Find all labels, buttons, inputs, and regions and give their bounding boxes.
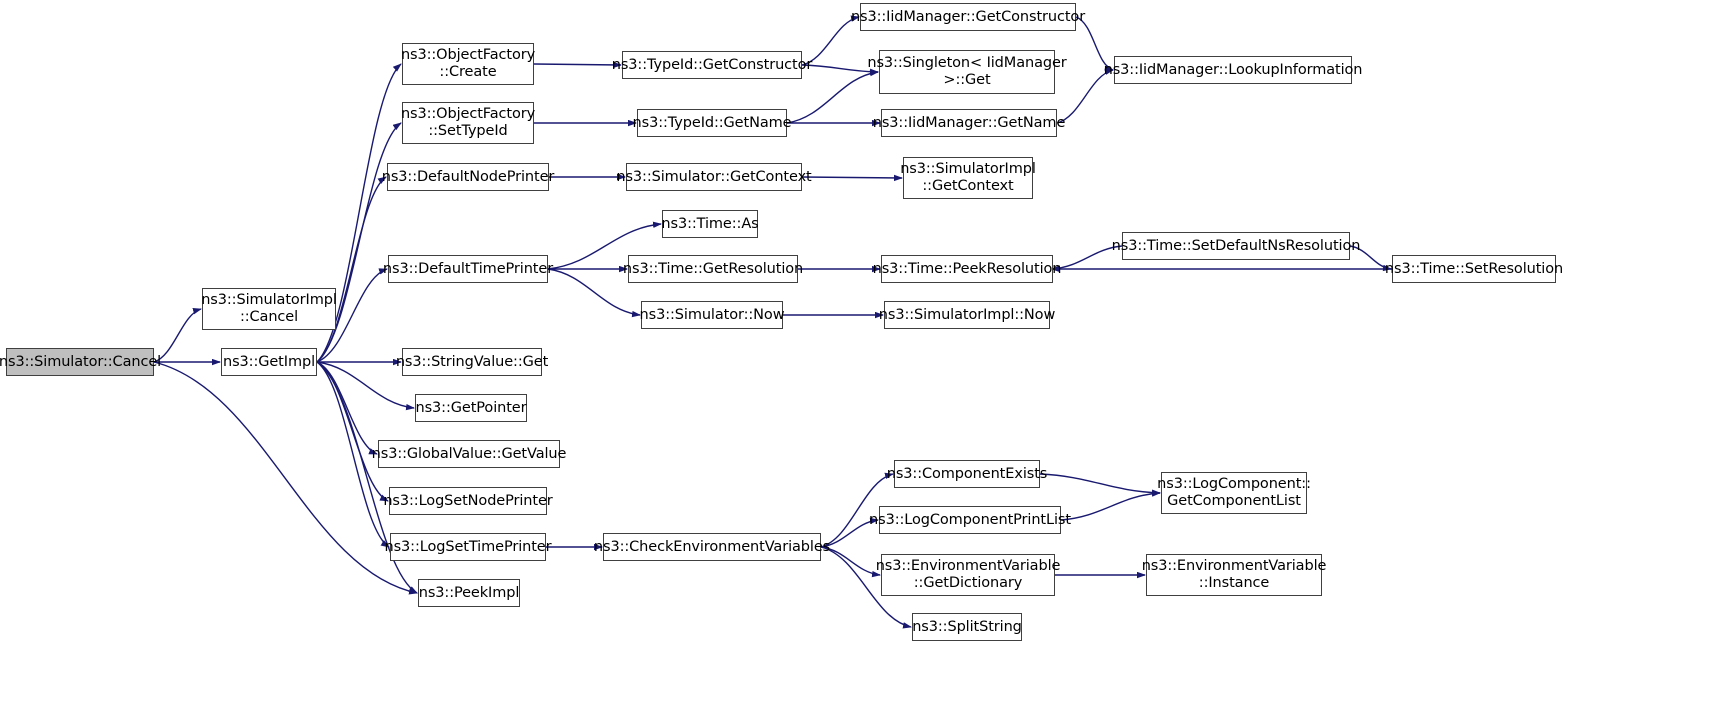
graph-node-simulatorimpl_cancel[interactable]: ns3::SimulatorImpl ::Cancel — [201, 288, 337, 330]
graph-node-simulator_cancel[interactable]: ns3::Simulator::Cancel — [0, 348, 161, 376]
graph-edge-getimpl--defaultnodeprinter — [316, 176, 387, 363]
graph-edge-simulator_getcontext--simulatorimpl_getcontext — [801, 174, 903, 182]
graph-node-simulator_now[interactable]: ns3::Simulator::Now — [640, 301, 785, 329]
graph-node-singleton_iidmanager_get[interactable]: ns3::Singleton< IidManager >::Get — [867, 50, 1067, 94]
graph-node-time_as[interactable]: ns3::Time::As — [661, 210, 759, 238]
graph-node-simulatorimpl_now[interactable]: ns3::SimulatorImpl::Now — [879, 301, 1055, 329]
graph-edge-getimpl--globalvalue_getvalue — [316, 361, 378, 455]
graph-node-simulator_getcontext[interactable]: ns3::Simulator::GetContext — [616, 163, 812, 191]
graph-node-environmentvariable_instance[interactable]: ns3::EnvironmentVariable ::Instance — [1142, 554, 1326, 596]
graph-node-time_setresolution[interactable]: ns3::Time::SetResolution — [1385, 255, 1563, 283]
graph-node-splitstring[interactable]: ns3::SplitString — [912, 613, 1022, 641]
graph-node-stringvalue_get[interactable]: ns3::StringValue::Get — [396, 348, 548, 376]
graph-node-peekimpl[interactable]: ns3::PeekImpl — [418, 579, 520, 607]
graph-node-getpointer[interactable]: ns3::GetPointer — [415, 394, 527, 422]
graph-node-iidmanager_getname[interactable]: ns3::IidManager::GetName — [873, 109, 1065, 137]
graph-node-checkenvironmentvariables[interactable]: ns3::CheckEnvironmentVariables — [594, 533, 830, 561]
graph-node-time_getresolution[interactable]: ns3::Time::GetResolution — [623, 255, 803, 283]
graph-node-time_peekresolution[interactable]: ns3::Time::PeekResolution — [873, 255, 1061, 283]
graph-node-logsetnodeprinter[interactable]: ns3::LogSetNodePrinter — [383, 487, 553, 515]
graph-node-iidmanager_lookupinformation[interactable]: ns3::IidManager::LookupInformation — [1104, 56, 1362, 84]
graph-node-objectfactory_settypeid[interactable]: ns3::ObjectFactory ::SetTypeId — [401, 102, 535, 144]
graph-edge-logcomponentprintlist--logcomponent_getcomponentlist — [1060, 490, 1161, 521]
graph-node-typeid_getconstructor[interactable]: ns3::TypeId::GetConstructor — [612, 51, 812, 79]
graph-node-defaulttimeprinter[interactable]: ns3::DefaultTimePrinter — [383, 255, 553, 283]
graph-node-defaultnodeprinter[interactable]: ns3::DefaultNodePrinter — [382, 163, 554, 191]
graph-node-typeid_getname[interactable]: ns3::TypeId::GetName — [633, 109, 792, 137]
graph-edge-getimpl--logsetnodeprinter — [316, 361, 389, 502]
graph-edge-typeid_getname--singleton_iidmanager_get — [786, 69, 879, 124]
graph-node-componentexists[interactable]: ns3::ComponentExists — [887, 460, 1047, 488]
graph-edge-objectfactory_create--typeid_getconstructor — [533, 61, 622, 69]
graph-node-objectfactory_create[interactable]: ns3::ObjectFactory ::Create — [401, 43, 535, 85]
graph-node-iidmanager_getconstructor[interactable]: ns3::IidManager::GetConstructor — [851, 3, 1085, 31]
graph-node-environmentvariable_getdictionary[interactable]: ns3::EnvironmentVariable ::GetDictionary — [876, 554, 1060, 596]
graph-node-logcomponentprintlist[interactable]: ns3::LogComponentPrintList — [869, 506, 1071, 534]
graph-node-logsettimeprinter[interactable]: ns3::LogSetTimePrinter — [385, 533, 552, 561]
graph-node-globalvalue_getvalue[interactable]: ns3::GlobalValue::GetValue — [372, 440, 566, 468]
graph-edge-simulator_cancel--peekimpl — [153, 361, 418, 595]
graph-node-getimpl[interactable]: ns3::GetImpl — [221, 348, 317, 376]
graph-edge-componentexists--logcomponent_getcomponentlist — [1039, 473, 1161, 496]
graph-node-time_setdefaultnsresolution[interactable]: ns3::Time::SetDefaultNsResolution — [1112, 232, 1360, 260]
graph-node-simulatorimpl_getcontext[interactable]: ns3::SimulatorImpl ::GetContext — [900, 157, 1036, 199]
graph-node-logcomponent_getcomponentlist[interactable]: ns3::LogComponent:: GetComponentList — [1157, 472, 1311, 514]
